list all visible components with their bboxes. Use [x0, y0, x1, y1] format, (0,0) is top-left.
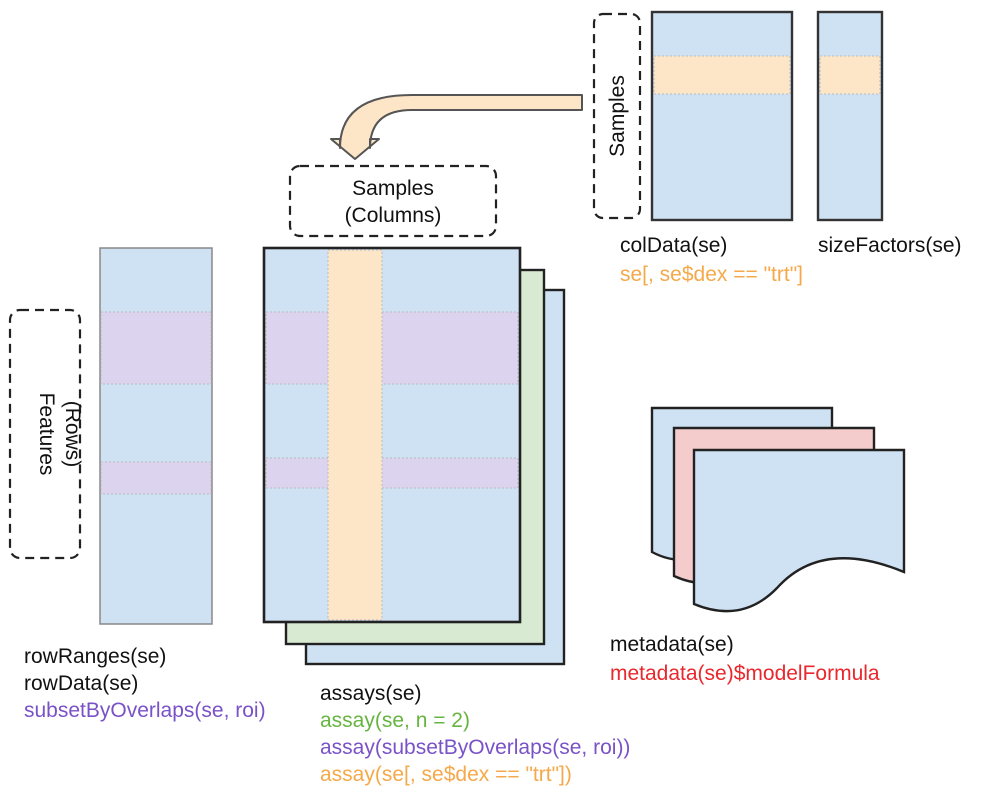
samples-top-label: Samples [606, 75, 629, 157]
assays-labels: assays(se) assay(se, n = 2) assay(subset… [320, 682, 630, 786]
coldata-highlight-row [653, 55, 791, 95]
assay-row-band-2 [265, 457, 519, 489]
metadata-label-line1: metadata(se) [610, 633, 734, 656]
samples-columns-label-box: Samples (Columns) [288, 164, 498, 238]
assays-label-line4: assay(se[, se$dex == "trt"]) [320, 763, 572, 786]
sizefactors-highlight-row [819, 55, 881, 95]
rowdata-label-line3: subsetByOverlaps(se, roi) [24, 699, 266, 722]
features-line2: (Rows) [61, 401, 84, 468]
rowdata-highlight-band-2 [100, 461, 212, 495]
metadata-sheet-front [692, 448, 906, 613]
sizefactors-panel [816, 10, 884, 222]
assays-label-line1: assays(se) [320, 682, 422, 705]
assays-label-line2: assay(se, n = 2) [320, 709, 470, 732]
features-line1: Features [35, 393, 58, 476]
metadata-stack [650, 406, 906, 613]
samples-columns-line1: Samples [352, 177, 434, 200]
coldata-label-line1: colData(se) [620, 234, 727, 257]
assay-layer-1 [262, 246, 522, 624]
sizefactors-labels: sizeFactors(se) [818, 234, 962, 257]
assay-row-band-1 [265, 311, 519, 385]
rowdata-labels: rowRanges(se) rowData(se) subsetByOverla… [24, 645, 266, 722]
assays-stack [262, 246, 566, 666]
metadata-labels: metadata(se) metadata(se)$modelFormula [610, 633, 880, 685]
assay-column-band [327, 249, 383, 621]
rowdata-panel [99, 247, 213, 625]
features-rows-label-box: Features (Rows) [8, 308, 84, 560]
assays-label-line3: assay(subsetByOverlaps(se, roi)) [320, 736, 630, 759]
coldata-labels: colData(se) se[, se$dex == "trt"] [620, 234, 803, 286]
metadata-label-line2: metadata(se)$modelFormula [610, 662, 880, 685]
coldata-label-line2: se[, se$dex == "trt"] [620, 263, 803, 286]
coldata-panel [650, 10, 794, 222]
rowdata-label-line1: rowRanges(se) [24, 645, 166, 668]
rowdata-label-line2: rowData(se) [24, 672, 138, 695]
sizefactors-label-line1: sizeFactors(se) [818, 234, 962, 257]
curved-arrow [330, 94, 583, 160]
samples-label-box: Samples [592, 12, 642, 220]
samples-columns-line2: (Columns) [345, 204, 442, 227]
rowdata-highlight-band-1 [100, 311, 212, 385]
